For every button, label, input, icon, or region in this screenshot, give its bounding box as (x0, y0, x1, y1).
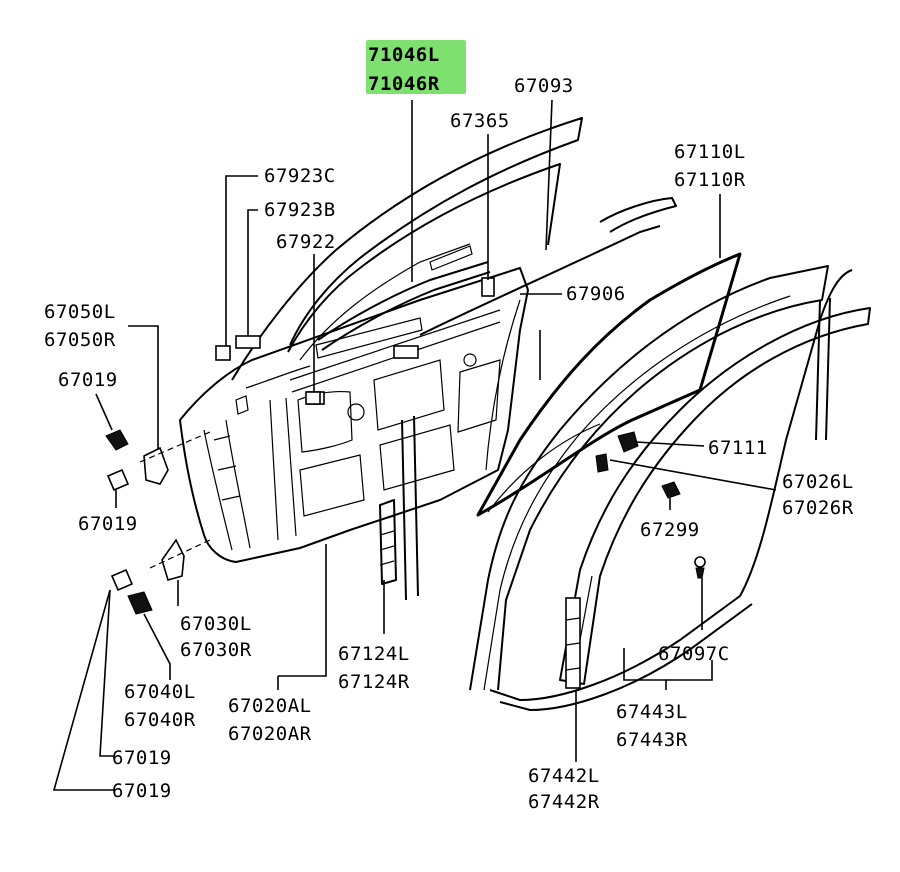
label-67110r[interactable]: 67110R (674, 169, 746, 191)
label-67365[interactable]: 67365 (450, 110, 510, 132)
label-67923c[interactable]: 67923C (264, 165, 336, 187)
door-frame-67442 (559, 307, 871, 685)
clip-67923c (215, 345, 231, 361)
hinge-67050 (143, 446, 169, 485)
hinge-67030 (161, 538, 185, 581)
label-67922[interactable]: 67922 (276, 231, 336, 253)
label-67093[interactable]: 67093 (514, 75, 574, 97)
label-67124l[interactable]: 67124L (338, 643, 410, 665)
bolt-67019-a (105, 429, 129, 451)
label-67026r[interactable]: 67026R (782, 497, 854, 519)
label-67442r[interactable]: 67442R (528, 791, 600, 813)
label-67124r[interactable]: 67124R (338, 671, 410, 693)
label-67030r[interactable]: 67030R (180, 639, 252, 661)
clip-67365 (481, 277, 495, 297)
label-67923b[interactable]: 67923B (264, 199, 336, 221)
weatherstrip-67443 (489, 269, 853, 701)
label-67050r[interactable]: 67050R (44, 329, 116, 351)
label-67019-c[interactable]: 67019 (112, 747, 172, 769)
label-67026l[interactable]: 67026L (782, 471, 854, 493)
part-labels: 71046L 71046R 67093 67365 67923C 67923B … (44, 44, 854, 813)
label-67019-d[interactable]: 67019 (112, 780, 172, 802)
label-67906[interactable]: 67906 (566, 283, 626, 305)
label-67111[interactable]: 67111 (708, 437, 768, 459)
bolt-67040 (127, 591, 153, 615)
window-channel-71046 (317, 245, 491, 351)
label-67299[interactable]: 67299 (640, 519, 700, 541)
label-67020al[interactable]: 67020AL (228, 695, 312, 717)
label-67442l[interactable]: 67442L (528, 765, 600, 787)
label-67443l[interactable]: 67443L (616, 701, 688, 723)
label-67040r[interactable]: 67040R (124, 709, 196, 731)
weatherstrip-67906 (419, 225, 661, 336)
label-67443r[interactable]: 67443R (616, 729, 688, 751)
clip-67299 (661, 481, 681, 499)
leader-lines (52, 99, 777, 791)
label-67050l[interactable]: 67050L (44, 301, 116, 323)
label-71046l[interactable]: 71046L (368, 44, 440, 66)
label-67019-a[interactable]: 67019 (58, 369, 118, 391)
label-67020ar[interactable]: 67020AR (228, 723, 312, 745)
label-67019-b[interactable]: 67019 (78, 513, 138, 535)
bolt-67019-c (110, 568, 134, 592)
clip-67111 (617, 431, 639, 453)
label-67030l[interactable]: 67030L (180, 613, 252, 635)
door-glass-67110 (476, 252, 742, 517)
label-71046r[interactable]: 71046R (368, 73, 440, 95)
door-shell (179, 117, 583, 601)
clip-67923b (235, 335, 261, 349)
highlight-71046 (366, 40, 466, 94)
bolt-67019-b (106, 468, 130, 492)
label-67040l[interactable]: 67040L (124, 681, 196, 703)
clip-67922 (305, 391, 321, 405)
label-67097c[interactable]: 67097C (658, 643, 730, 665)
clip-67097c (694, 556, 706, 568)
label-67110l[interactable]: 67110L (674, 141, 746, 163)
door-frame-67124 (469, 265, 829, 691)
